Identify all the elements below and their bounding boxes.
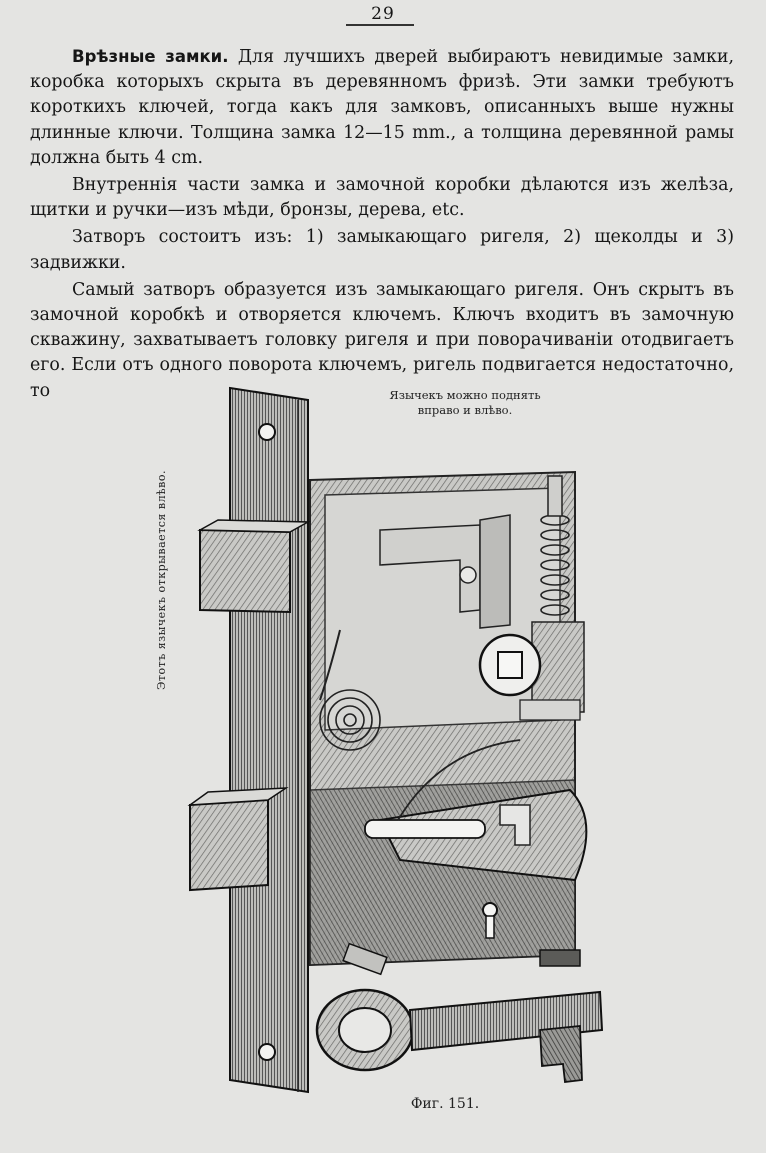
case-inner-top: [324, 487, 561, 731]
paragraph-2: Внутреннія части замка и замочной коробк…: [30, 175, 734, 221]
key: [315, 988, 604, 1083]
faceplate-screw-top: [258, 423, 276, 441]
spiral-spring: [319, 689, 381, 751]
paragraph-1: Врѣзные замки. Для лучшихъ дверей выбира…: [30, 44, 734, 171]
paragraph-1-text: Для лучшихъ дверей выбираютъ невидимые з…: [30, 47, 734, 168]
body-text: Врѣзные замки. Для лучшихъ дверей выбира…: [30, 44, 734, 404]
paragraph-1-heading: Врѣзные замки.: [72, 47, 229, 66]
top-caption-line-2: вправо и влѣво.: [417, 403, 513, 417]
paragraph-4: Самый затворъ образуется изъ замыкающаго…: [30, 279, 734, 401]
keyhole: [482, 902, 498, 918]
dead-bolt: [189, 798, 269, 892]
faceplate: [229, 386, 309, 1094]
page-number-rule: [346, 24, 414, 26]
top-caption: Язычекъ можно поднять вправо и влѣво.: [370, 388, 560, 418]
figure-label: Фиг. 151.: [410, 1096, 480, 1112]
side-caption: Этотъ язычекъ открывается влѣво.: [155, 470, 168, 690]
mortise-lock-illustration: [187, 386, 604, 1094]
latch-bolt: [199, 528, 291, 614]
page-number: 29: [371, 4, 395, 24]
faceplate-screw-bottom: [258, 1043, 276, 1061]
top-caption-line-1: Язычекъ можно поднять: [389, 388, 541, 402]
paragraph-3: Затворъ состоитъ изъ: 1) замыкающаго риг…: [30, 227, 734, 273]
